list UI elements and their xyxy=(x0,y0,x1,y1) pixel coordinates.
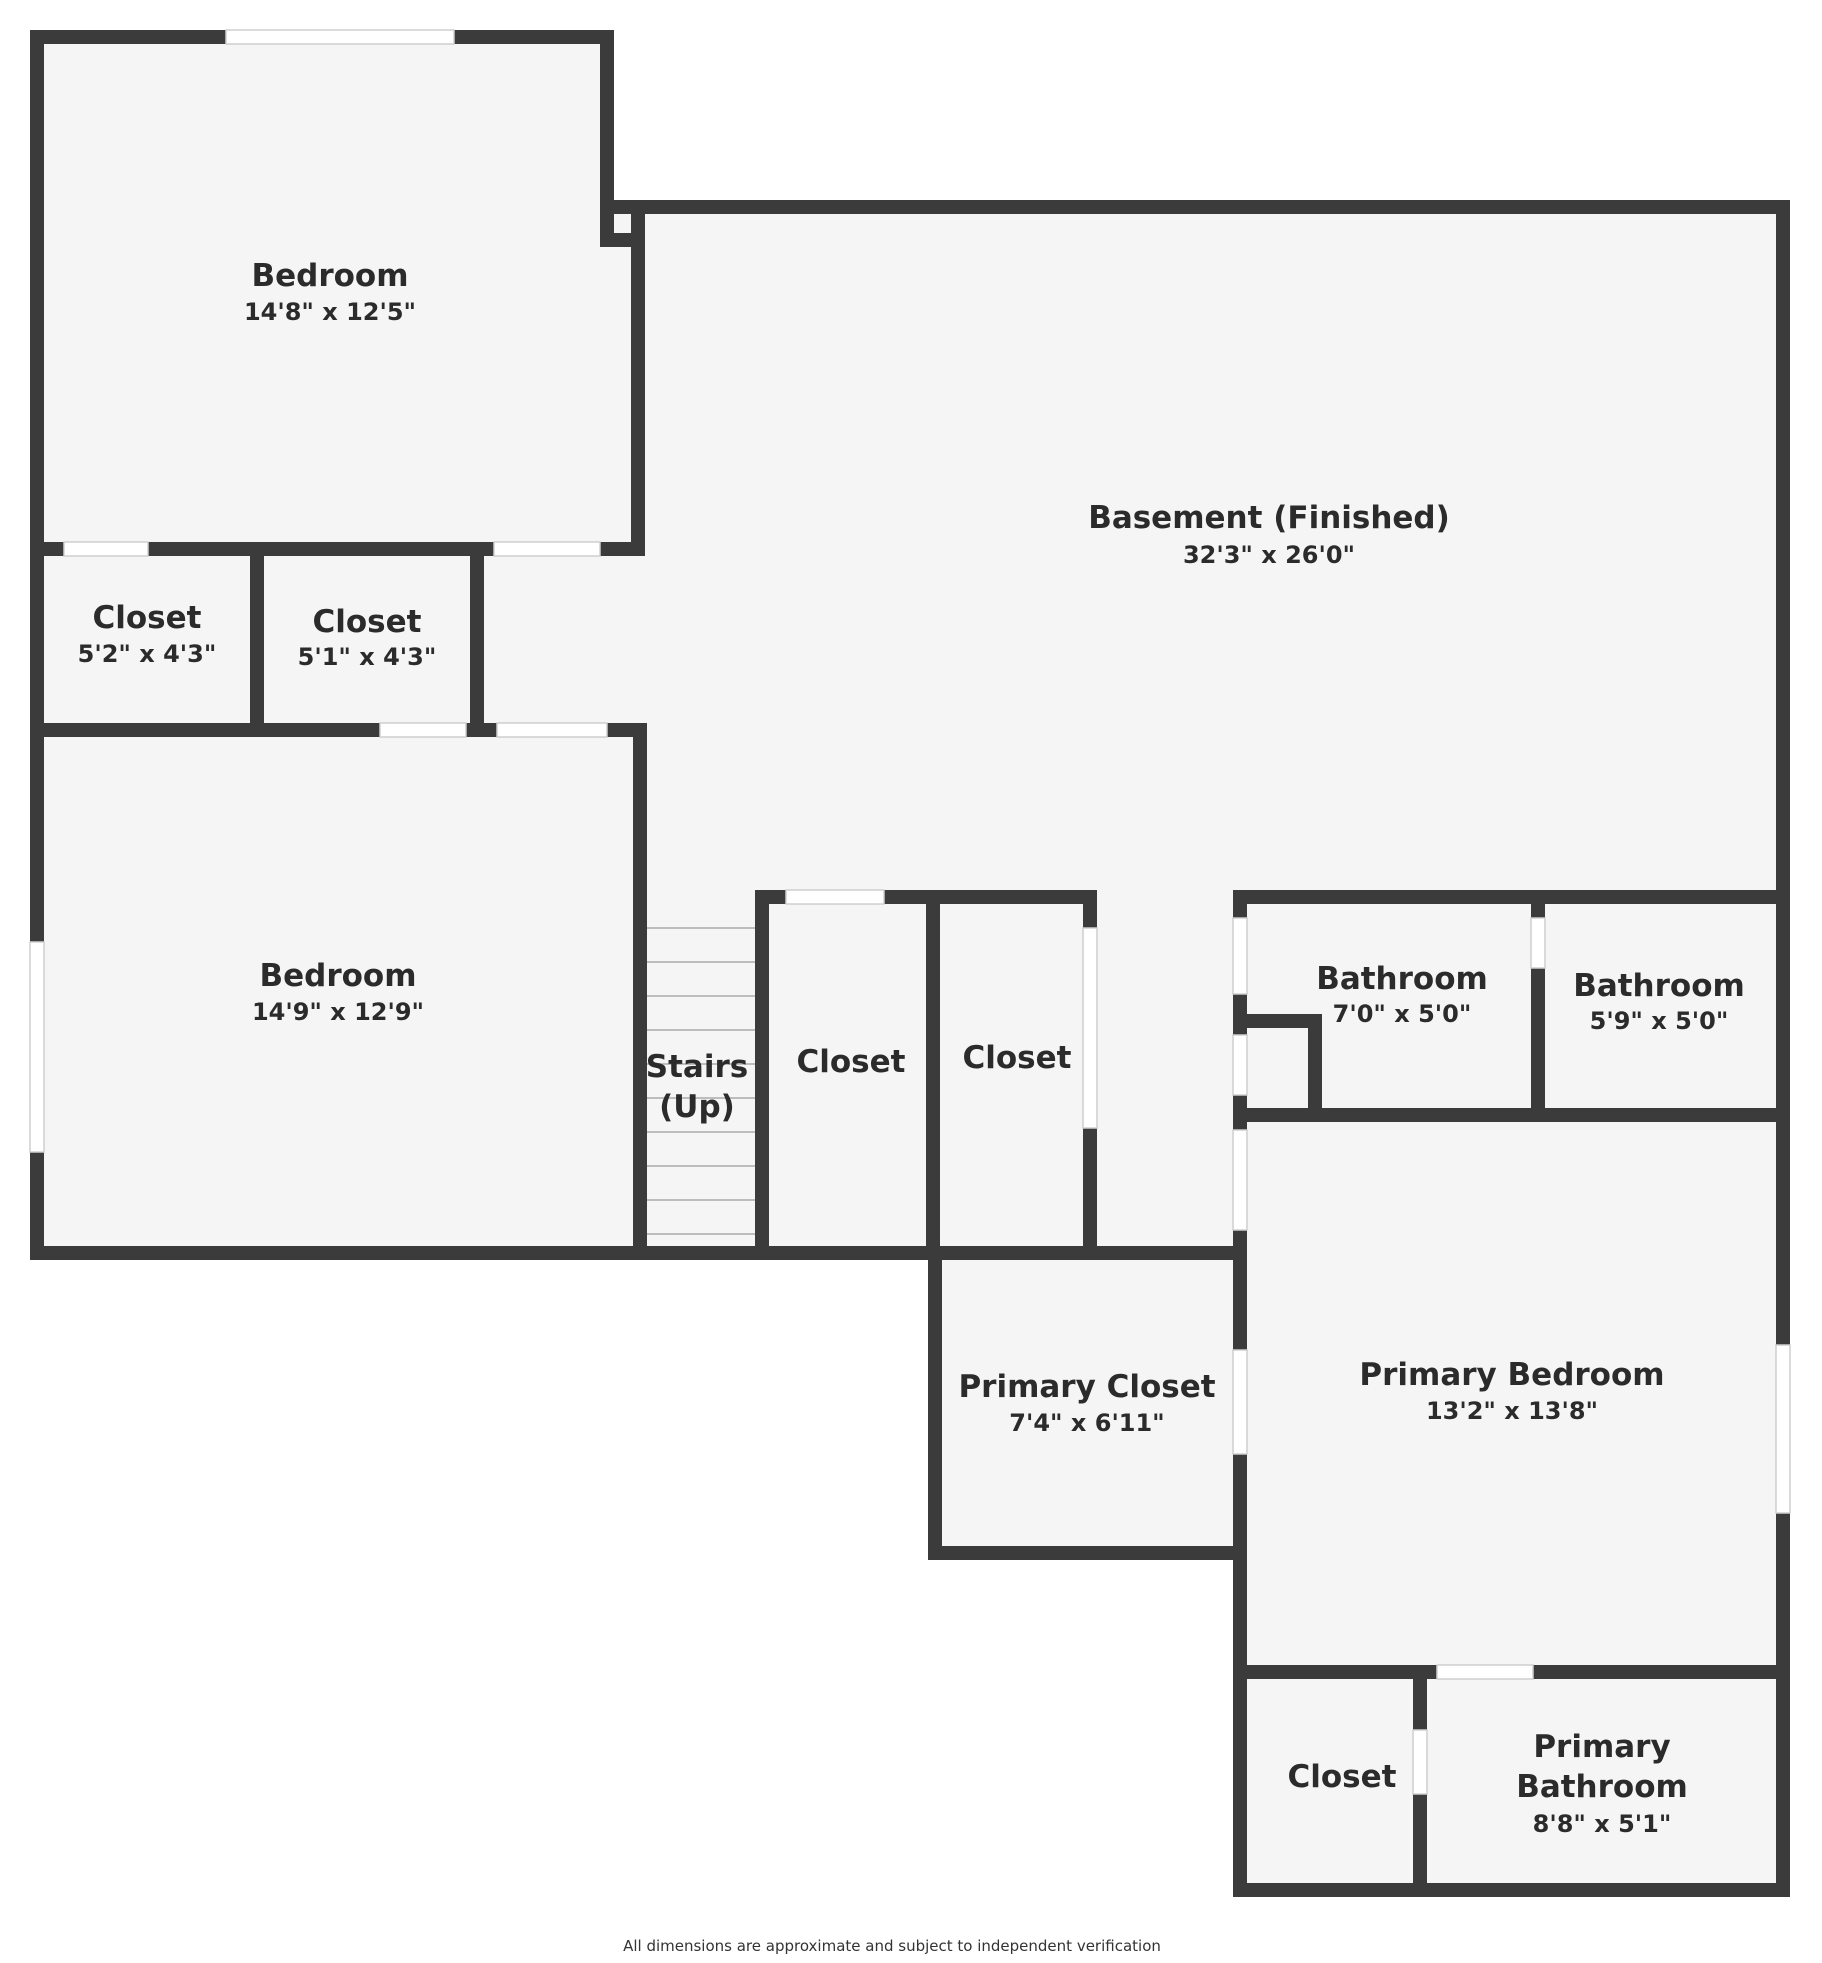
stairs-closets-floor xyxy=(640,897,1090,1253)
door-bath-closet xyxy=(1232,1034,1248,1096)
primary-bathroom-name-line2: Bathroom xyxy=(1516,1769,1688,1805)
door-bathroom-2 xyxy=(1530,917,1546,969)
primary-bathroom-dims: 8'8" x 5'1" xyxy=(1533,1810,1672,1838)
door-bathroom-1 xyxy=(1232,917,1248,995)
basement-floor-upper xyxy=(611,207,1783,549)
basement-floor-lower xyxy=(640,725,1783,897)
door-bedroom-mid xyxy=(496,722,608,738)
primary-closet-dims: 7'4" x 6'11" xyxy=(1009,1409,1164,1437)
bathroom-2-name: Bathroom xyxy=(1573,968,1745,1004)
door-closet-1 xyxy=(63,541,149,557)
basement-floor-corridor xyxy=(1090,897,1240,1269)
primary-suite-floor xyxy=(1240,1115,1783,1890)
basement-dims: 32'3" x 26'0" xyxy=(1183,541,1355,569)
window-top xyxy=(225,29,455,45)
bedroom-top-name: Bedroom xyxy=(251,258,408,294)
primary-closet-name: Primary Closet xyxy=(958,1369,1215,1405)
closet-3-name: Closet xyxy=(797,1044,906,1080)
window-left xyxy=(29,941,45,1153)
primary-bathroom-name-line1: Primary xyxy=(1533,1729,1670,1765)
bedroom-mid-name: Bedroom xyxy=(259,958,416,994)
bedroom-mid-dims: 14'9" x 12'9" xyxy=(252,998,424,1026)
closet-5-name: Closet xyxy=(1288,1759,1397,1795)
bathroom-1-name: Bathroom xyxy=(1316,961,1488,997)
door-primary-closet xyxy=(1232,1349,1248,1455)
closet-4-name: Closet xyxy=(963,1040,1072,1076)
door-closet-3 xyxy=(785,889,885,905)
stairs-name-line2: (Up) xyxy=(659,1089,735,1125)
door-primary-bedroom xyxy=(1232,1129,1248,1231)
closet-2-name: Closet xyxy=(313,604,422,640)
closet-1-name: Closet xyxy=(93,600,202,636)
bathroom-2-dims: 5'9" x 5'0" xyxy=(1590,1007,1729,1035)
bedroom-mid-floor xyxy=(37,725,640,1253)
door-closet-2 xyxy=(379,722,467,738)
basement-floor-middle xyxy=(470,549,1783,725)
disclaimer-text: All dimensions are approximate and subje… xyxy=(623,1937,1161,1955)
stair-treads xyxy=(647,927,757,1235)
door-bedroom-top xyxy=(493,541,601,557)
bedroom-top-dims: 14'8" x 12'5" xyxy=(244,298,416,326)
closet-2-dims: 5'1" x 4'3" xyxy=(298,643,437,671)
stairs-name-line1: Stairs xyxy=(646,1049,748,1085)
floor-fills xyxy=(37,37,1783,1890)
door-closet-4 xyxy=(1082,927,1098,1129)
bathroom-1-dims: 7'0" x 5'0" xyxy=(1333,1000,1472,1028)
door-primary-bathroom xyxy=(1436,1664,1534,1680)
basement-name: Basement (Finished) xyxy=(1088,500,1450,536)
primary-bedroom-name: Primary Bedroom xyxy=(1359,1357,1664,1393)
door-closet-5 xyxy=(1412,1729,1428,1795)
room-labels: Bedroom 14'8" x 12'5" Basement (Finished… xyxy=(78,258,1745,1838)
bathrooms-floor xyxy=(1240,897,1783,1115)
openings xyxy=(29,29,1791,1795)
window-right xyxy=(1775,1344,1791,1514)
closet-1-dims: 5'2" x 4'3" xyxy=(78,640,217,668)
primary-bedroom-dims: 13'2" x 13'8" xyxy=(1426,1397,1598,1425)
primary-closet-floor xyxy=(935,1253,1240,1553)
bedroom-top-floor xyxy=(37,37,611,549)
